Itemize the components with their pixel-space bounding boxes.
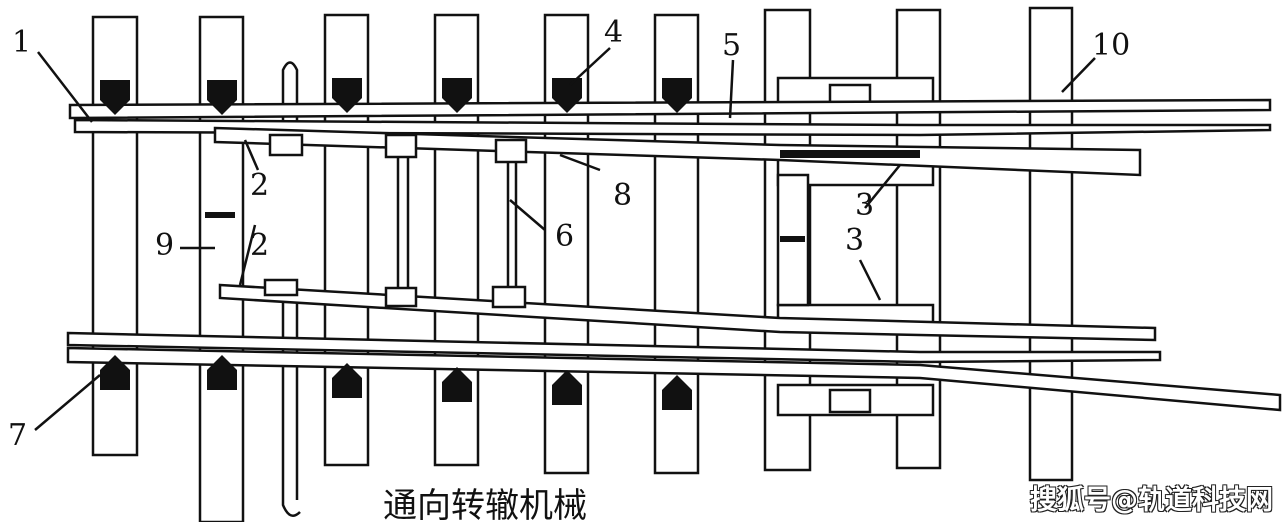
leader-lines (34, 47, 1096, 431)
label-2b: 2 (250, 228, 269, 263)
closure-rail-upper (213, 126, 1142, 177)
diverging-rail-lower (66, 346, 1282, 412)
stock-rail-lower (66, 331, 1162, 364)
label-9: 9 (155, 228, 174, 263)
switch-rail-upper (73, 118, 1272, 137)
label-2a: 2 (250, 168, 269, 203)
label-3b: 3 (845, 223, 864, 258)
label-10: 10 (1092, 28, 1130, 63)
stock-rail-upper (68, 98, 1272, 120)
caption: 通向转辙机械 (383, 486, 587, 522)
heel-block (780, 150, 920, 158)
rail-braces (100, 78, 692, 410)
label-1: 1 (12, 25, 31, 60)
tie-rods (205, 133, 805, 309)
sleeper (1028, 6, 1074, 482)
label-8: 8 (613, 178, 632, 213)
switch-rail-lower (218, 283, 1157, 342)
watermark: 搜狐号@轨道科技网 (1030, 485, 1273, 516)
rod (281, 61, 301, 517)
label-3a: 3 (855, 188, 874, 223)
rails (66, 98, 1282, 412)
label-4: 4 (604, 15, 623, 50)
label-7: 7 (8, 418, 27, 453)
callouts: 1 2 2 3 3 4 5 6 7 8 9 10 (8, 15, 1130, 453)
label-6: 6 (555, 219, 574, 254)
label-5: 5 (722, 28, 741, 63)
